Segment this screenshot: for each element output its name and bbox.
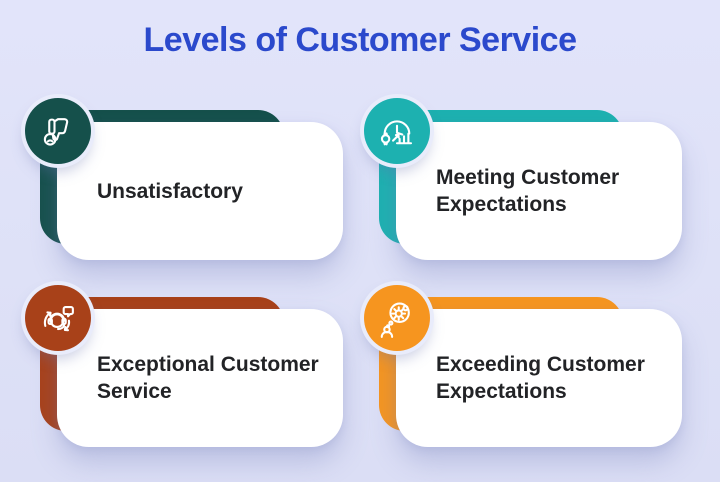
thumbs-down-icon bbox=[25, 98, 91, 164]
page-title: Levels of Customer Service bbox=[143, 21, 577, 59]
card-exceptional-service: Exceptional Customer Service bbox=[25, 285, 343, 447]
card-label: Exceptional Customer Service bbox=[97, 353, 319, 403]
idea-gear-person-icon bbox=[364, 285, 430, 351]
card-body: Meeting Customer Expectations bbox=[396, 122, 682, 260]
card-exceeding-expectations: Exceeding Customer Expectations bbox=[364, 285, 682, 447]
support-agent-icon bbox=[25, 285, 91, 351]
card-label: Exceeding Customer Expectations bbox=[436, 353, 645, 403]
card-meeting-expectations: Meeting Customer Expectations bbox=[364, 98, 682, 260]
card-label: Meeting Customer Expectations bbox=[436, 166, 620, 216]
card-label: Unsatisfactory bbox=[97, 179, 243, 203]
card-body: Unsatisfactory bbox=[57, 122, 343, 260]
card-body: Exceptional Customer Service bbox=[57, 309, 343, 447]
card-unsatisfactory: Unsatisfactory bbox=[25, 98, 343, 260]
card-body: Exceeding Customer Expectations bbox=[396, 309, 682, 447]
performance-gauge-icon bbox=[364, 98, 430, 164]
